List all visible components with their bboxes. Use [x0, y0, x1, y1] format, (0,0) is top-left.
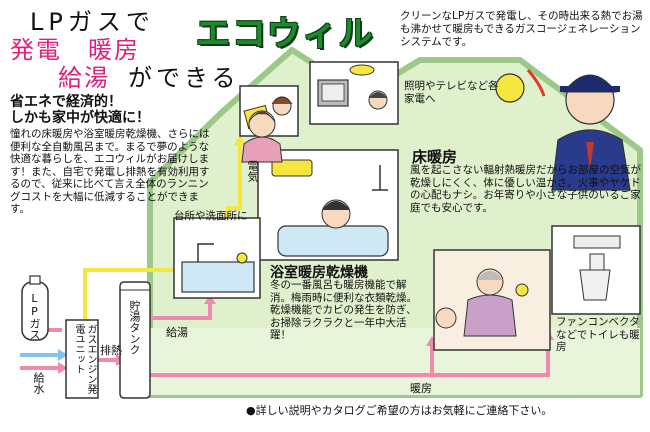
- eco-title: 省エネで経済的！ しかも家中が快適に！: [10, 94, 150, 126]
- storage-tank-box: [119, 281, 151, 399]
- headline-hot-water: 給湯: [58, 64, 110, 92]
- floor-band: [150, 328, 640, 395]
- engine-unit-box: [65, 319, 99, 399]
- eco-body: 憧れの床暖房や浴室暖房乾燥機、さらには便利な全自動風呂まで。まるで夢のような快適…: [10, 128, 210, 215]
- lpgas-label: LPガス: [28, 292, 41, 340]
- hot-water-pipe: [150, 300, 212, 320]
- intro-text: クリーンなLPガスで発電し、その時出来る熱でお湯も沸かせて暖房もできるガスコージ…: [400, 10, 643, 48]
- eco-title-line1: 省エネで経済的！: [10, 94, 122, 110]
- ecowill-logo: エコウィル: [196, 14, 375, 54]
- headline-power: 発電: [10, 36, 62, 64]
- headline-heating: 暖房: [88, 36, 140, 64]
- hot-water-label: 給湯: [166, 326, 188, 339]
- footer-note: ●詳しい説明やカタログご希望の方はお気軽にご連絡下さい。: [246, 404, 553, 417]
- water-supply-arrow: [58, 349, 68, 361]
- floor-heating-body: 風を起こさない輻射熱暖房だからお部屋の空気が乾燥しにくく、体に優しい温かさ。火事…: [410, 164, 641, 214]
- water-supply-label: 給水: [32, 372, 45, 394]
- eco-lady: [241, 110, 283, 163]
- electricity-arrow: [234, 134, 246, 145]
- headline-line1: LPガスで: [30, 8, 155, 36]
- appliances-caption: 照明やテレビなど各家電へ: [404, 80, 499, 105]
- floor-heating-title: 床暖房: [412, 148, 458, 166]
- bath-dryer-body: 冬の一番風呂も暖房機能で解消。梅雨時に便利な衣類乾燥。乾燥機能でカビの発生を防ぎ…: [270, 279, 417, 341]
- engine-unit-label: ガスエンジン発電ユニット: [73, 324, 96, 394]
- exhaust-label: 排熱: [100, 344, 122, 357]
- heating-label: 暖房: [410, 382, 432, 395]
- bath-dryer-title: 浴室暖房乾燥機: [270, 265, 368, 281]
- water-branch-arrow: [58, 362, 68, 374]
- headline-can-do: ができる: [128, 64, 240, 92]
- electricity-label: 電気: [246, 160, 259, 182]
- presenter-figure: [495, 69, 631, 191]
- fan-convector-caption: ファンコンベクタなどでトイレも暖房: [556, 316, 640, 353]
- hot-water-arrow: [204, 294, 216, 304]
- kitchen-caption: 台所や洗面所に: [174, 210, 248, 222]
- eco-title-line2: しかも家中が快適に！: [10, 110, 150, 126]
- storage-tank-label: 貯湯タンク: [128, 300, 141, 355]
